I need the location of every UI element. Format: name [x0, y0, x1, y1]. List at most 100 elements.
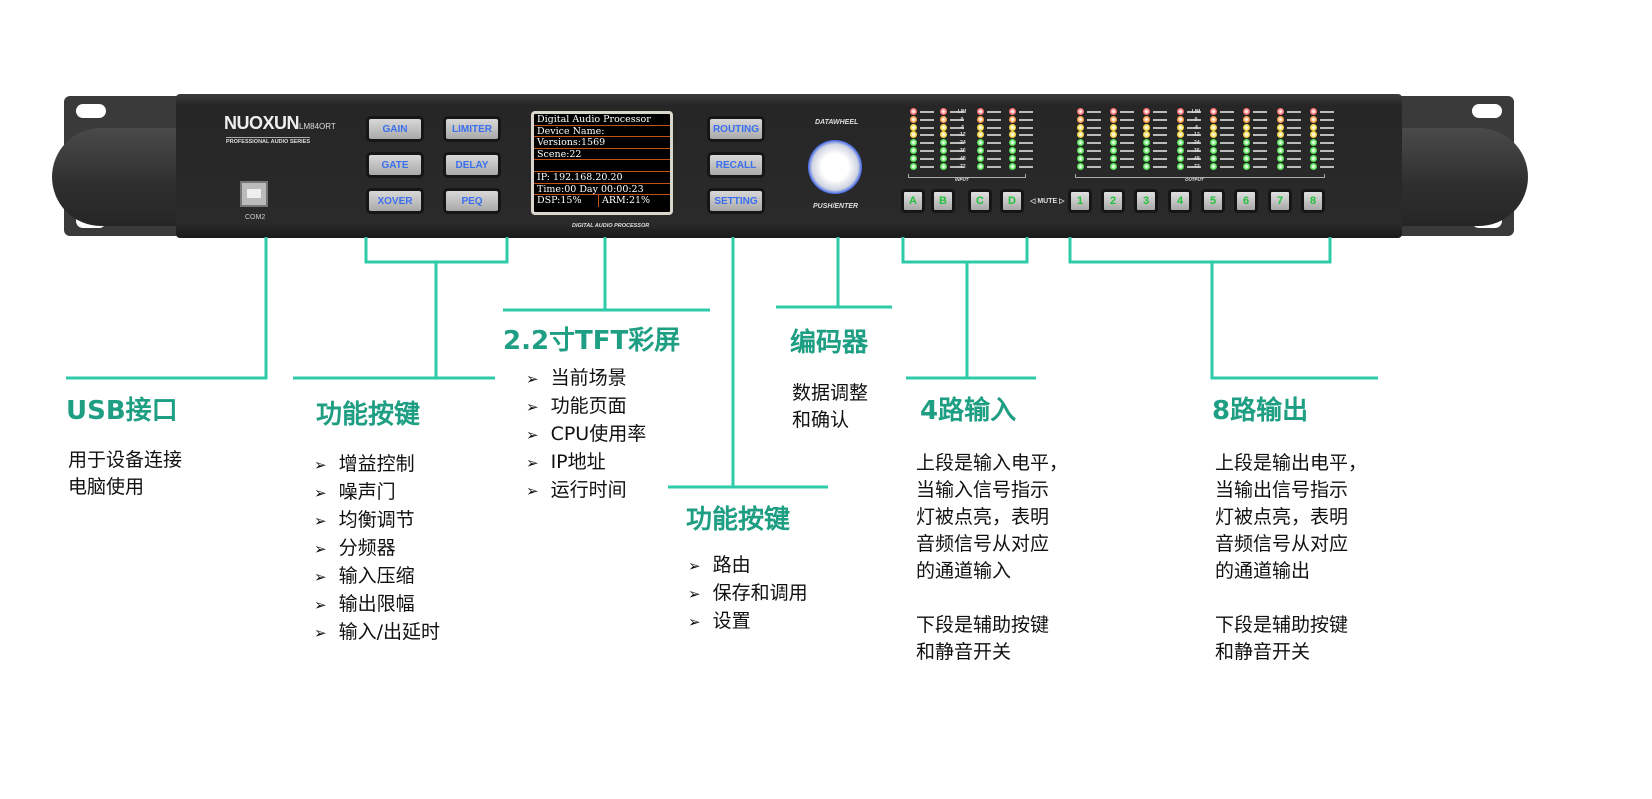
output-led [1177, 123, 1184, 131]
lcd-line: Time:00 Day 00:00:23 [534, 184, 670, 196]
input-led [1009, 139, 1016, 147]
meter-tick [1253, 134, 1267, 137]
gate-button[interactable]: GATE [366, 152, 424, 178]
input-led [1009, 147, 1016, 154]
output-mute-button[interactable]: 7 [1268, 189, 1292, 213]
meter-tick [1087, 111, 1101, 113]
gain-button[interactable]: GAIN [366, 116, 424, 142]
output-led [1243, 123, 1250, 131]
input-led [910, 115, 917, 123]
func1-callout-line [293, 237, 509, 380]
meter-tick [1019, 165, 1033, 168]
input-mute-button[interactable]: A [901, 189, 925, 213]
output-level-label: -24 [1192, 140, 1200, 147]
input-led [940, 131, 947, 139]
output-led [1143, 139, 1150, 147]
xover-button[interactable]: XOVER [366, 188, 424, 214]
list-item: 输出限幅 [314, 591, 440, 619]
lcd-dsp: DSP:15% [534, 195, 599, 207]
input-mute-button[interactable]: C [968, 189, 992, 213]
output-callout-line [1068, 237, 1378, 380]
output-level-label: -36 [1192, 148, 1200, 154]
meter-tick [1153, 165, 1167, 168]
meter-tick [1187, 142, 1201, 145]
text-line: 灯被点亮，表明 [916, 506, 1050, 528]
meter-tick [1087, 134, 1101, 137]
output-mute-button[interactable]: 2 [1101, 189, 1125, 213]
model-label: LM84ORT [299, 122, 336, 131]
datawheel-knob[interactable] [808, 140, 862, 194]
meter-tick [1153, 157, 1167, 160]
output-led [1077, 139, 1084, 147]
output-led [1143, 131, 1150, 139]
right-handle [1398, 128, 1528, 226]
setting-button[interactable]: SETTING [707, 188, 765, 214]
list-item: 运行时间 [526, 477, 646, 505]
output-led [1143, 115, 1150, 123]
left-handle [52, 128, 182, 226]
output-led [1177, 108, 1184, 115]
meter-tick [1253, 111, 1267, 113]
output-level-label: -48 [1192, 155, 1200, 162]
meter-tick [950, 150, 964, 152]
output-led [1243, 115, 1250, 123]
input-level-label: -24 [958, 140, 966, 147]
output-mute-button[interactable]: 8 [1301, 189, 1325, 213]
output-led [1210, 162, 1217, 170]
delay-button[interactable]: DELAY [443, 152, 501, 178]
input-led [977, 162, 984, 170]
output-label: OUTPUT [1185, 177, 1204, 182]
meter-tick [920, 165, 934, 168]
meter-tick [1320, 134, 1334, 137]
output-led [1277, 123, 1284, 131]
usb-port[interactable] [240, 181, 268, 207]
meter-tick [987, 134, 1001, 137]
output-mute-button[interactable]: 1 [1068, 189, 1092, 213]
peq-button[interactable]: PEQ [443, 188, 501, 214]
meter-tick [950, 118, 964, 121]
routing-button[interactable]: ROUTING [707, 116, 765, 142]
lcd-line: Versions:1569 [534, 137, 670, 149]
output-level-label: -72 [1192, 163, 1200, 170]
input-led [940, 123, 947, 131]
input-led [977, 131, 984, 139]
meter-tick [920, 157, 934, 160]
text-line: 当输入信号指示 [916, 479, 1050, 501]
output-mute-button[interactable]: 3 [1134, 189, 1158, 213]
output-led [1277, 147, 1284, 154]
output-led [1143, 108, 1150, 115]
output-led [1277, 139, 1284, 147]
text-line: 上段是输入电平， [916, 452, 1069, 474]
text-line: 用于设备连接 [68, 449, 183, 471]
text-line: 和静音开关 [916, 641, 1012, 663]
output-led [1077, 162, 1084, 170]
list-item: 功能页面 [526, 393, 646, 421]
meter-tick [1187, 134, 1201, 137]
func1-heading: 功能按键 [316, 400, 421, 430]
meter-tick [1287, 126, 1301, 129]
input-led [910, 139, 917, 147]
output-led [1177, 115, 1184, 123]
input-mute-button[interactable]: D [1000, 189, 1024, 213]
output-heading: 8路输出 [1212, 396, 1309, 426]
list-item: 设置 [688, 608, 808, 636]
lcd-caption: DIGITAL AUDIO PROCESSOR [572, 223, 650, 229]
meter-tick [950, 142, 964, 145]
output-mute-button[interactable]: 4 [1168, 189, 1192, 213]
meter-tick [1187, 150, 1201, 152]
meter-tick [1019, 150, 1033, 152]
recall-button[interactable]: RECALL [707, 152, 765, 178]
lcd-line: Device Name: [534, 126, 670, 138]
input-mute-button[interactable]: B [931, 189, 955, 213]
list-item: CPU使用率 [526, 421, 647, 449]
output-mute-button[interactable]: 6 [1234, 189, 1258, 213]
output-led [1310, 108, 1317, 115]
output-led [1210, 154, 1217, 162]
meter-tick [1187, 165, 1201, 168]
meter-tick [950, 157, 964, 160]
input-level-label: -36 [958, 148, 966, 154]
text-line: 电脑使用 [68, 476, 145, 498]
limiter-button[interactable]: LIMITER [443, 116, 501, 142]
output-led [1243, 147, 1250, 154]
output-mute-button[interactable]: 5 [1201, 189, 1225, 213]
